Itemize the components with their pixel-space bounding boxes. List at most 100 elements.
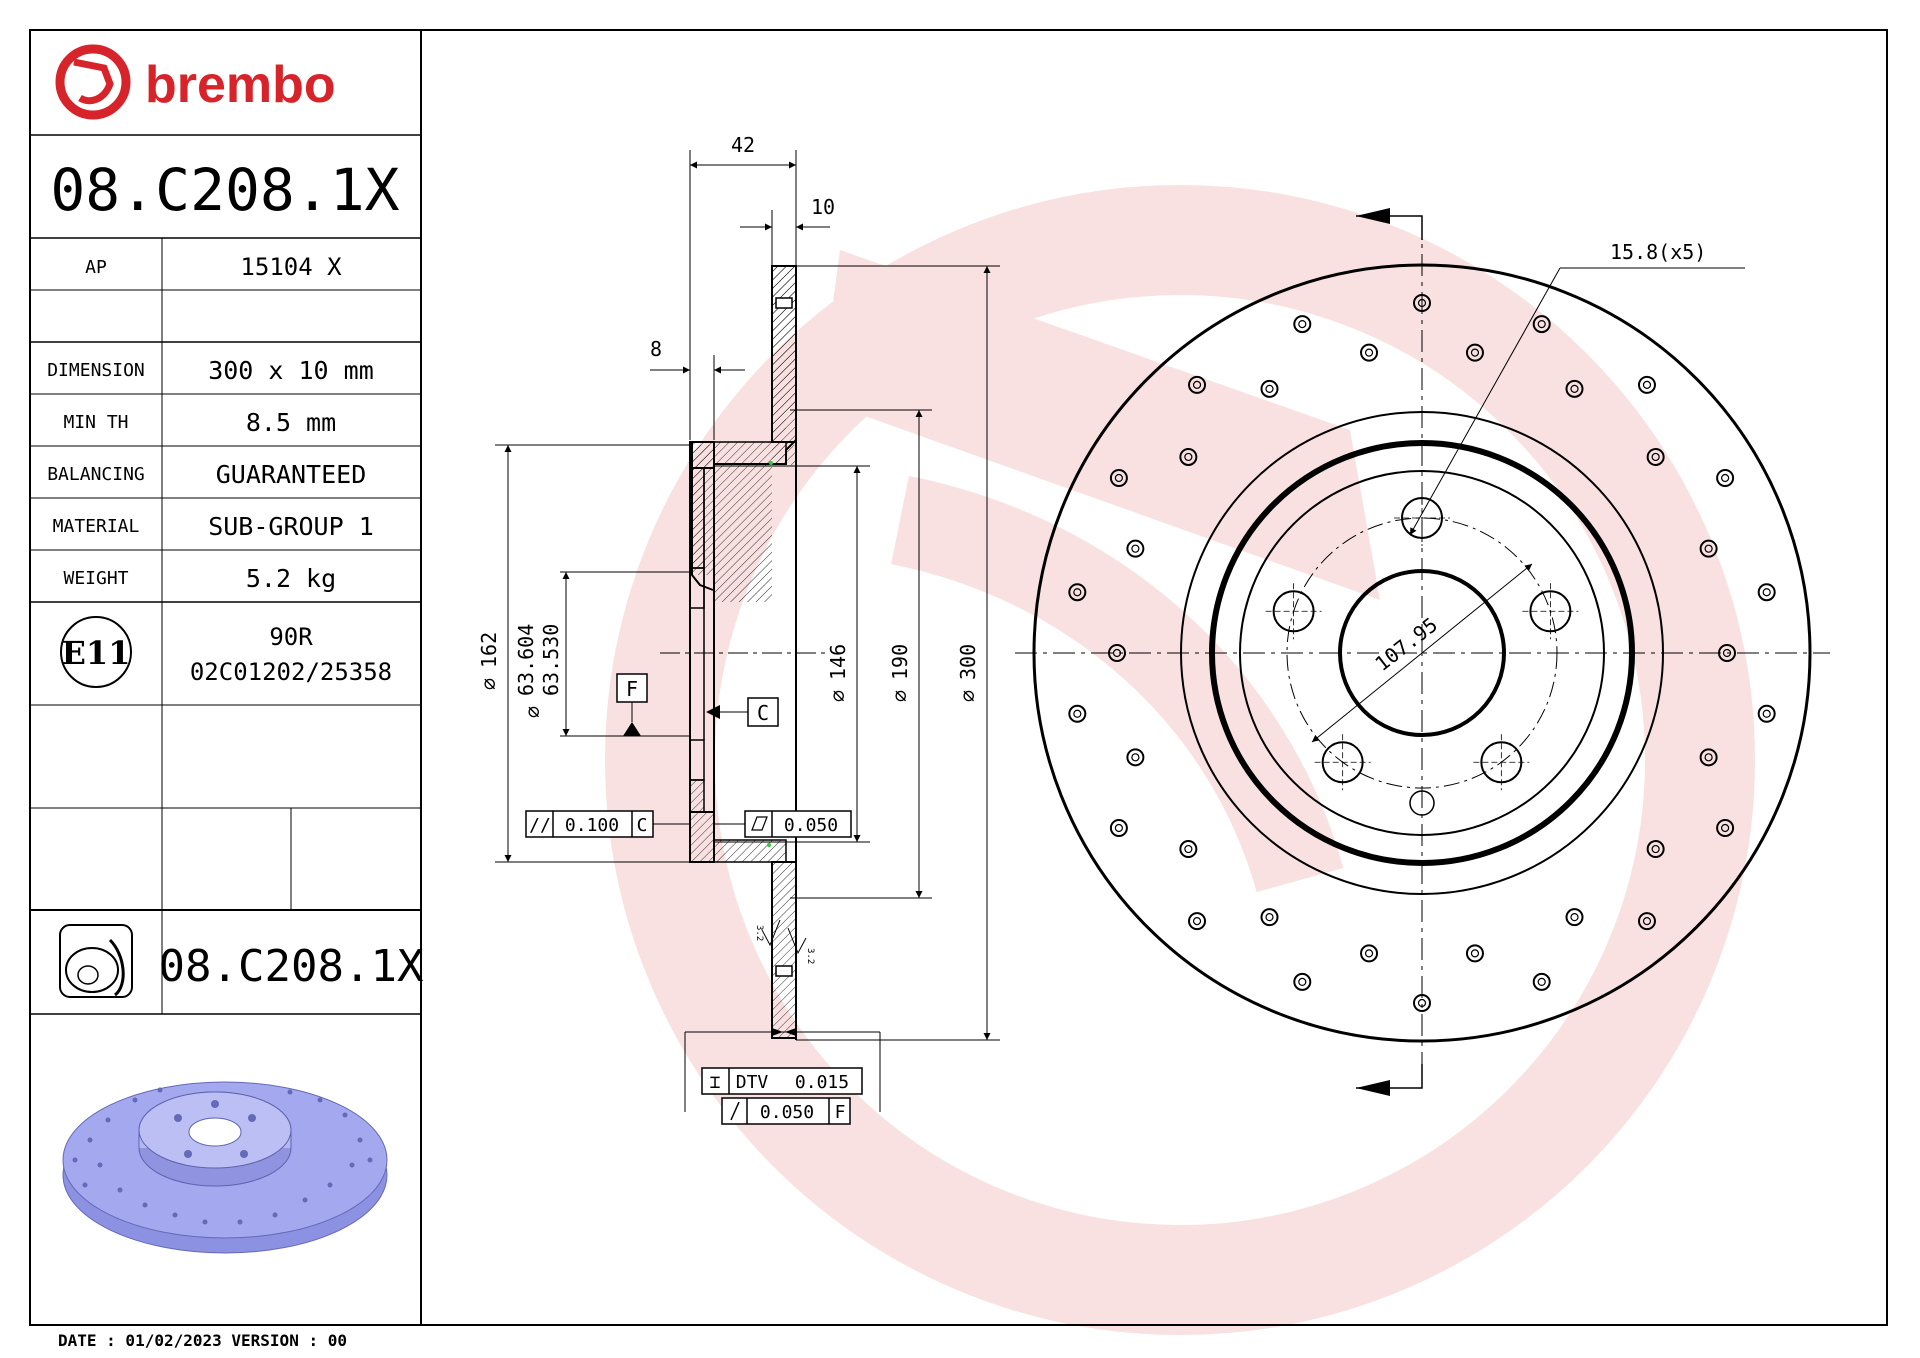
drill-hole-inner [1298, 320, 1307, 329]
drill-hole [1260, 379, 1279, 398]
datum-c-box [747, 697, 779, 727]
dim-hat-8: 8 [650, 337, 662, 361]
sheet-border [29, 29, 1888, 1326]
drill-hole-inner [1073, 709, 1082, 718]
brembo-logo: brembo [55, 44, 336, 120]
drill-hole [1413, 994, 1431, 1012]
drill-hole [1532, 315, 1551, 334]
dim-dia-300: 300 [956, 644, 980, 680]
spec-value-dimension: 300 x 10 mm [208, 356, 374, 385]
drill-hole [1260, 908, 1279, 927]
drill-hole [1646, 447, 1665, 466]
spec-label-min-th: MIN TH [63, 412, 128, 433]
brand-name: brembo [145, 56, 336, 114]
drill-hole [1179, 840, 1198, 859]
spec-value-balancing: GUARANTEED [216, 460, 367, 489]
ece-mark-circle [60, 616, 132, 688]
brake-disc-icon [59, 924, 133, 998]
drill-hole [1293, 315, 1312, 334]
front-view: 107.95 15.8(x5) [1015, 208, 1830, 1096]
dim-dia-63604: 63.604 [514, 624, 538, 696]
disc-render [62, 1081, 388, 1254]
drill-hole-inner [1642, 917, 1652, 926]
drill-hole [1646, 840, 1665, 859]
drill-hole-inner [1537, 320, 1546, 329]
drill-hole-inner [1570, 384, 1579, 393]
drill-hole [1699, 539, 1718, 558]
drill-hole-inner [1704, 753, 1713, 762]
drill-hole [1293, 972, 1312, 991]
drill-hole-inner [1364, 348, 1374, 357]
drill-hole [1109, 469, 1128, 487]
dim-holes: 15.8(x5) [1610, 240, 1706, 264]
spec-value-material: SUB-GROUP 1 [208, 512, 374, 541]
spec-table: DIMENSION 300 x 10 mm MIN TH 8.5 mm BALA… [30, 342, 421, 603]
dim-dia-63530: 63.530 [539, 624, 563, 696]
drill-hole [1360, 944, 1379, 963]
pcd-circle [1286, 517, 1558, 789]
drill-hole-inner [1131, 753, 1140, 762]
braking-band-inner [1180, 411, 1664, 895]
runout-value: 0.050 [760, 1102, 814, 1123]
drill-hole [1565, 908, 1584, 927]
dim-dia-63604-symbol: ⌀ [521, 706, 545, 718]
dim-dia-146: 146 [826, 644, 850, 680]
drill-hole-inner [1722, 648, 1732, 658]
spec-label-material: MATERIAL [53, 516, 140, 537]
drill-hole [1068, 583, 1087, 602]
runout-ref: F [835, 1102, 846, 1123]
drill-hole-inner [1417, 298, 1427, 308]
disc-outer-edge [1032, 263, 1812, 1043]
drill-hole-inner [1470, 949, 1480, 958]
drill-hole [1565, 379, 1584, 398]
footer-part-number: 08.C208.1X [159, 941, 424, 992]
drill-hole [1718, 644, 1736, 662]
dim-dia-190-symbol: ⌀ [888, 690, 912, 702]
ap-value: 15104 X [240, 253, 342, 281]
datum-c: C [757, 701, 769, 725]
spec-value-weight: 5.2 kg [246, 564, 336, 593]
drill-hole [1637, 912, 1656, 931]
ap-label: AP [85, 257, 107, 278]
drill-hole-inner [1721, 473, 1730, 483]
drill-hole-inner [1537, 977, 1546, 986]
dtv-value: 0.015 [795, 1072, 849, 1093]
flatness-icon [751, 816, 768, 831]
dim-width-42: 42 [731, 133, 755, 157]
drill-hole [1716, 469, 1735, 487]
flatness-value: 0.050 [784, 815, 838, 836]
date-version: DATE : 01/02/2023 VERSION : 00 [58, 1331, 347, 1350]
drill-hole [1108, 644, 1126, 662]
drill-hole-inner [1114, 823, 1123, 833]
ece-mark: E11 [62, 634, 131, 672]
hat-inner [1239, 470, 1605, 836]
cert-line-1: 90R [269, 623, 313, 651]
drill-hole [1532, 972, 1551, 991]
drill-hole-inner [1298, 977, 1307, 986]
runout-icon [730, 1101, 740, 1121]
drill-hole [1757, 583, 1776, 602]
drill-hole-inner [1131, 544, 1140, 553]
dtv-frame: ⌶ DTV 0.015 [701, 1067, 863, 1095]
spec-label-balancing: BALANCING [47, 464, 145, 485]
drill-hole-inner [1762, 709, 1771, 718]
hat-outer [1209, 440, 1635, 866]
dim-dia-300-symbol: ⌀ [956, 690, 980, 702]
drill-hole-inner [1192, 380, 1202, 389]
cert-line-2: 02C01202/25358 [190, 658, 392, 686]
drill-hole-inner [1364, 949, 1374, 958]
drill-hole [1126, 748, 1145, 767]
flatness-frame: 0.050 [714, 810, 852, 838]
section-view: 42 10 8 ⌀ 162 ⌀ 63.604 63.530 ⌀ 146 ⌀ 19… [477, 133, 1000, 1125]
drill-hole-inner [1721, 823, 1730, 833]
bolt-hole-inner [1409, 790, 1435, 816]
drill-hole [1109, 819, 1128, 837]
roughness-a: 3.2 [754, 925, 764, 941]
drill-hole [1637, 375, 1656, 394]
dim-dia-162-symbol: ⌀ [477, 678, 501, 690]
parallelism-ref: C [637, 815, 648, 836]
parallelism-value: 0.100 [565, 815, 619, 836]
drill-hole-inner [1265, 913, 1274, 922]
drill-hole [1716, 819, 1735, 837]
